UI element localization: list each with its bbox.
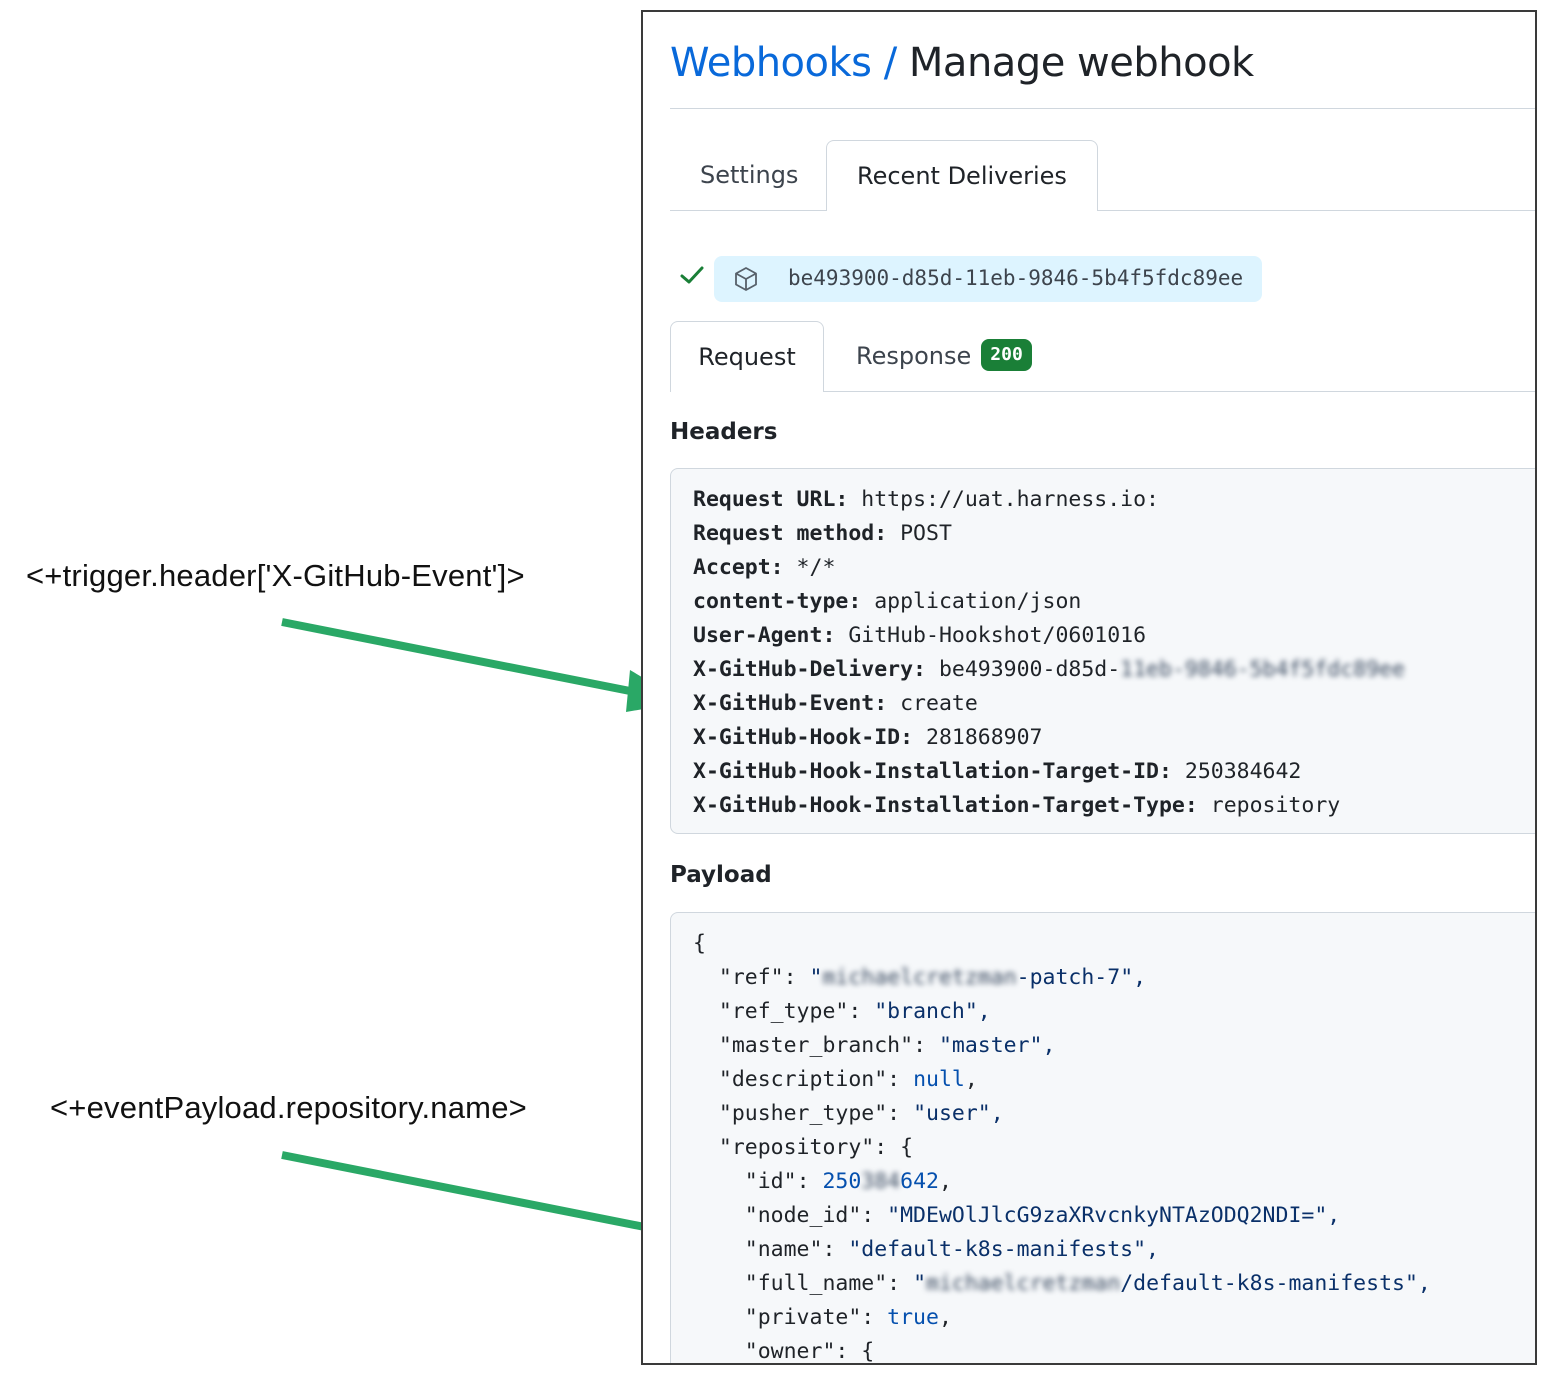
blurred-text: 11eb-9846-5b4f5fdc89ee [1120, 657, 1405, 682]
delivery-guid-pill[interactable]: be493900-d85d-11eb-9846-5b4f5fdc89ee [714, 256, 1262, 302]
blurred-text: michaelcretzman [926, 1271, 1121, 1296]
request-response-tabs: Request Response 200 [670, 321, 1535, 392]
payload-line: "ref_type": "branch", [718, 999, 991, 1024]
payload-line: "master_branch": "master", [718, 1033, 1056, 1058]
payload-code-block: { "ref": "michaelcretzman-patch-7", "ref… [670, 912, 1535, 1364]
header-line: Accept: */* [693, 555, 836, 580]
header-line-github-event: X-GitHub-Event: create [693, 691, 978, 716]
status-badge: 200 [981, 339, 1032, 371]
breadcrumb-webhooks-link[interactable]: Webhooks [670, 40, 872, 86]
annotation-payload-expression: <+eventPayload.repository.name> [50, 1090, 527, 1125]
annotation-header-expression: <+trigger.header['X-GitHub-Event']> [26, 558, 525, 593]
payload-line: "id": 250384642, [744, 1169, 952, 1194]
check-icon [680, 266, 704, 284]
title-divider [670, 108, 1535, 109]
tab-request[interactable]: Request [670, 321, 824, 392]
tab-response-label: Response [856, 342, 972, 370]
header-line: content-type: application/json [693, 589, 1082, 614]
payload-line: "full_name": "michaelcretzman/default-k8… [744, 1271, 1431, 1296]
payload-line: "private": true, [744, 1305, 952, 1330]
header-line: Request method: POST [693, 521, 952, 546]
header-line: X-GitHub-Hook-Installation-Target-ID: 25… [693, 759, 1302, 784]
tab-recent-deliveries[interactable]: Recent Deliveries [826, 140, 1098, 211]
blurred-text: 384 [861, 1169, 901, 1194]
payload-line-repository-name: "name": "default-k8s-manifests", [744, 1237, 1160, 1262]
payload-line: "ref": "michaelcretzman-patch-7", [718, 965, 1147, 990]
tab-response[interactable]: Response 200 [826, 321, 1062, 391]
payload-line: "node_id": "MDEwOlJlcG9zaXRvcnkyNTAzODQ2… [744, 1203, 1341, 1228]
package-icon [735, 267, 757, 291]
arrow-to-github-event [281, 618, 684, 712]
delivery-guid: be493900-d85d-11eb-9846-5b4f5fdc89ee [788, 266, 1244, 290]
breadcrumb-separator: / [871, 40, 909, 86]
header-line: X-GitHub-Hook-Installation-Target-Type: … [693, 793, 1341, 818]
payload-line: "owner": { [744, 1339, 875, 1364]
payload-line: "description": null, [718, 1067, 978, 1092]
payload-line: "repository": { [718, 1135, 914, 1160]
payload-line: "pusher_type": "user", [718, 1101, 1004, 1126]
page-title: Manage webhook [908, 40, 1254, 86]
blurred-text: michaelcretzman [822, 965, 1017, 990]
main-tabs: Settings Recent Deliveries [670, 140, 1535, 211]
headers-heading: Headers [670, 419, 778, 445]
webhook-panel: Webhooks / Manage webhook Settings Recen… [641, 10, 1537, 1365]
header-line: Request URL: https://uat.harness.io: [693, 487, 1160, 512]
breadcrumb: Webhooks / Manage webhook [670, 40, 1254, 86]
payload-heading: Payload [670, 862, 772, 888]
headers-code-block: Request URL: https://uat.harness.io: Req… [670, 468, 1535, 834]
header-line: X-GitHub-Hook-ID: 281868907 [693, 725, 1043, 750]
header-line: User-Agent: GitHub-Hookshot/0601016 [693, 623, 1147, 648]
header-line: X-GitHub-Delivery: be493900-d85d-11eb-98… [693, 657, 1405, 682]
payload-line: { [693, 931, 706, 956]
tab-settings[interactable]: Settings [700, 161, 799, 189]
